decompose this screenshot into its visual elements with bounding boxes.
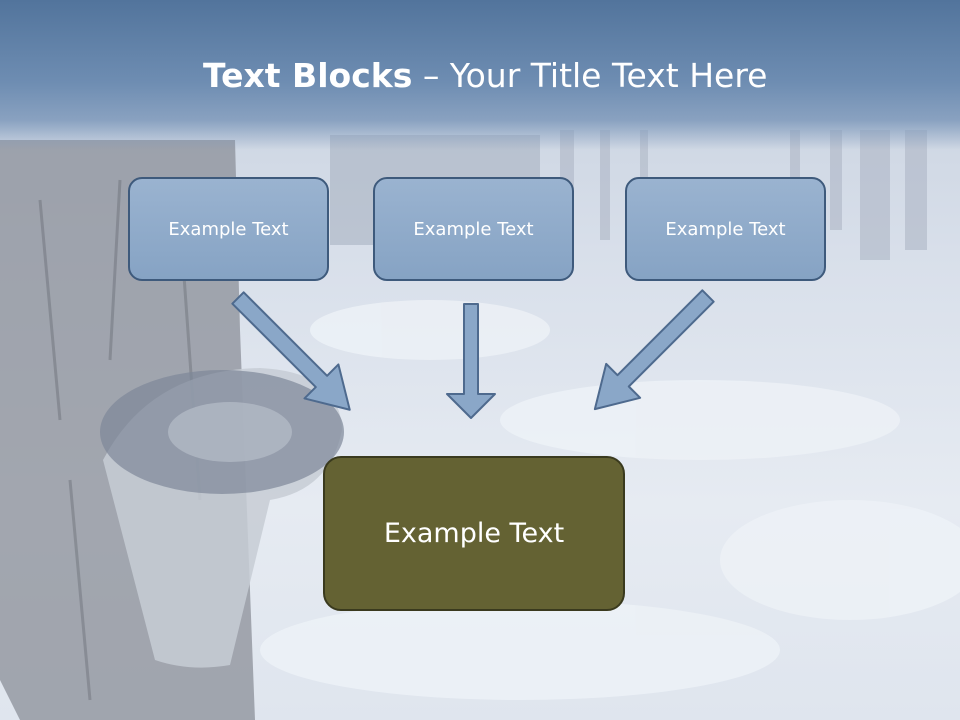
title-bold-part: Text Blocks [203,56,413,95]
title-bar [0,0,960,150]
text-block-1[interactable]: Example Text [128,177,329,281]
text-block-2-label: Example Text [413,218,534,240]
title-rest: Your Title Text Here [449,56,768,95]
arrow-right [593,289,715,411]
target-text-block-label: Example Text [383,518,565,549]
text-block-3[interactable]: Example Text [625,177,826,281]
arrow-middle [446,303,496,419]
target-text-block[interactable]: Example Text [323,456,625,611]
text-block-3-label: Example Text [665,218,786,240]
text-block-1-label: Example Text [168,218,289,240]
title-dash: – [412,56,450,95]
arrow-left [231,291,351,411]
text-block-2[interactable]: Example Text [373,177,574,281]
slide-title: Text Blocks – Your Title Text Here [203,56,767,96]
